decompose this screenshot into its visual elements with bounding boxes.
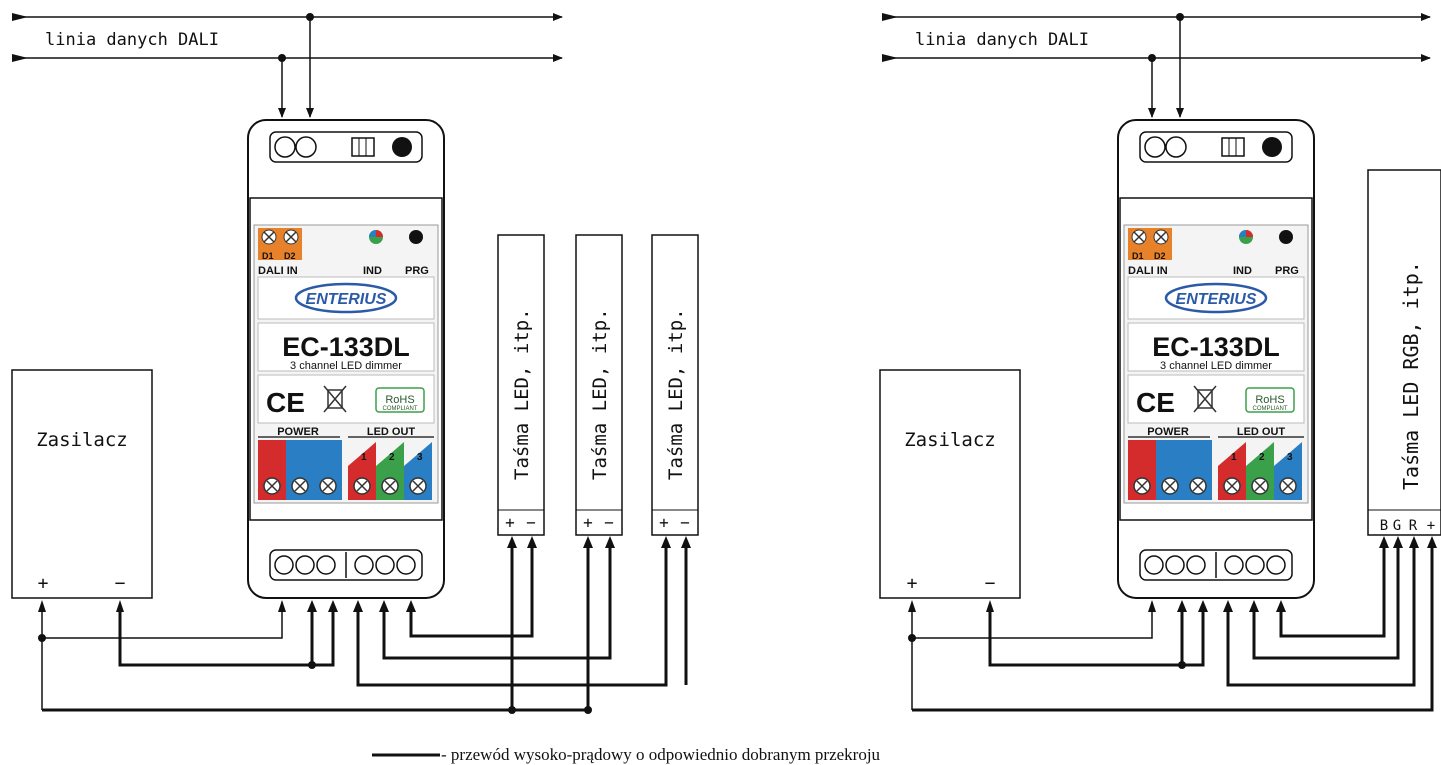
svg-text:−: − (526, 513, 536, 532)
svg-text:D2: D2 (1154, 251, 1166, 261)
led-strip-1: Taśma LED, itp. + − (497, 234, 545, 536)
svg-text:ENTERIUS: ENTERIUS (1176, 291, 1257, 308)
svg-text:D2: D2 (284, 251, 296, 261)
svg-text:RoHS: RoHS (385, 394, 414, 406)
svg-text:D1: D1 (262, 251, 274, 261)
svg-text:1: 1 (1231, 452, 1237, 463)
svg-text:LED OUT: LED OUT (1237, 426, 1286, 438)
dali-label-right: linia danych DALI (915, 30, 1089, 50)
svg-text:G: G (1393, 518, 1401, 534)
svg-text:Taśma LED, itp.: Taśma LED, itp. (589, 308, 611, 480)
svg-text:+: + (583, 513, 593, 532)
svg-text:PRG: PRG (1275, 265, 1299, 277)
svg-text:POWER: POWER (277, 426, 319, 438)
power-supply-label-left: Zasilacz (36, 429, 128, 451)
power-supply-right (879, 369, 1021, 599)
svg-text:LED OUT: LED OUT (367, 426, 416, 438)
svg-text:+: + (1427, 518, 1435, 534)
svg-text:3: 3 (1287, 452, 1293, 463)
svg-text:−: − (604, 513, 614, 532)
svg-text:1: 1 (361, 452, 367, 463)
legend: - przewód wysoko-prądowy o odpowiednio d… (372, 745, 881, 764)
svg-text:2: 2 (1259, 452, 1265, 463)
ec133dl-device-left: D1 D2 DALI IN IND PRG ENTERIUS EC-133DL … (246, 118, 446, 600)
rgb-led-strip: Taśma LED RGB, itp. B G R + (1367, 169, 1441, 536)
legend-text: - przewód wysoko-prądowy o odpowiednio d… (441, 745, 881, 764)
ec133dl-device-right: D1 D2 DALI IN IND PRG ENTERIUS EC-133DL … (1116, 118, 1316, 600)
svg-text:Taśma LED, itp.: Taśma LED, itp. (511, 308, 533, 480)
left-diagram: linia danych DALI D1 D2 DALI IN IND PRG … (11, 13, 699, 714)
svg-text:PRG: PRG (405, 265, 429, 277)
svg-text:3 channel LED dimmer: 3 channel LED dimmer (290, 360, 402, 372)
svg-text:−: − (115, 573, 126, 594)
svg-text:IND: IND (1233, 265, 1252, 277)
dali-label-left: linia danych DALI (45, 30, 219, 50)
svg-text:+: + (38, 573, 49, 594)
svg-text:Taśma LED RGB, itp.: Taśma LED RGB, itp. (1399, 261, 1423, 490)
led-strip-2: Taśma LED, itp. + − (575, 234, 623, 536)
svg-text:IND: IND (363, 265, 382, 277)
svg-text:DALI IN: DALI IN (1128, 265, 1168, 277)
power-supply-label-right: Zasilacz (904, 429, 996, 451)
svg-text:+: + (659, 513, 669, 532)
led-strip-3: Taśma LED, itp. + − (651, 234, 699, 536)
svg-text:RoHS: RoHS (1255, 394, 1284, 406)
svg-text:+: + (907, 573, 918, 594)
svg-text:+: + (505, 513, 515, 532)
svg-text:−: − (680, 513, 690, 532)
svg-text:CE: CE (1136, 387, 1175, 418)
right-diagram: linia danych DALI D1 D2 DALI IN IND PRG … (879, 13, 1441, 712)
svg-text:3: 3 (417, 452, 423, 463)
svg-text:EC-133DL: EC-133DL (282, 332, 410, 362)
svg-text:2: 2 (389, 452, 395, 463)
svg-text:R: R (1409, 518, 1418, 534)
svg-text:B: B (1380, 518, 1388, 534)
svg-text:3 channel LED dimmer: 3 channel LED dimmer (1160, 360, 1272, 372)
svg-text:−: − (985, 573, 996, 594)
svg-text:DALI IN: DALI IN (258, 265, 298, 277)
power-supply-left (11, 369, 153, 599)
svg-text:ENTERIUS: ENTERIUS (306, 291, 387, 308)
svg-text:COMPLIANT: COMPLIANT (1252, 406, 1287, 412)
svg-text:COMPLIANT: COMPLIANT (382, 406, 417, 412)
svg-text:D1: D1 (1132, 251, 1144, 261)
svg-text:EC-133DL: EC-133DL (1152, 332, 1280, 362)
svg-text:Taśma LED, itp.: Taśma LED, itp. (665, 308, 687, 480)
svg-text:CE: CE (266, 387, 305, 418)
svg-text:POWER: POWER (1147, 426, 1189, 438)
